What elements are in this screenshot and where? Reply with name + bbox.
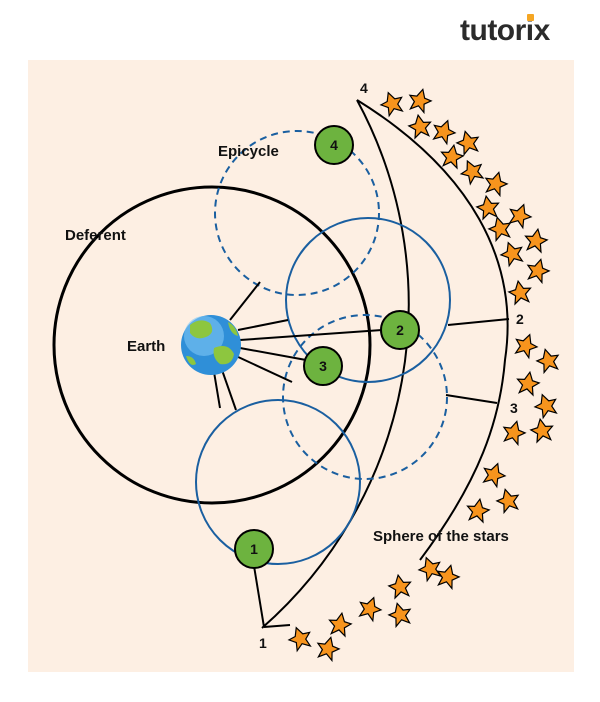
star-icon bbox=[535, 348, 560, 375]
diagram-background bbox=[28, 60, 574, 672]
star-icon bbox=[475, 194, 500, 221]
planet-4-label: 4 bbox=[330, 137, 338, 153]
earth-label: Earth bbox=[127, 338, 165, 355]
star-icon bbox=[507, 279, 532, 306]
planet-3-label: 3 bbox=[319, 358, 327, 374]
deferent-label: Deferent bbox=[65, 227, 126, 244]
planet-4: 4 bbox=[314, 125, 354, 165]
star-icon bbox=[316, 636, 341, 663]
deferent-circle bbox=[52, 185, 372, 505]
star-icon bbox=[379, 91, 404, 118]
star-icon bbox=[387, 602, 412, 629]
epicycle-1 bbox=[195, 399, 361, 565]
planet-1-label: 1 bbox=[250, 541, 258, 557]
star-icon bbox=[387, 573, 412, 600]
star-icon bbox=[502, 420, 527, 447]
star-icon bbox=[524, 227, 549, 254]
epicycle-label: Epicycle bbox=[218, 143, 279, 160]
star-icon bbox=[407, 113, 432, 140]
star-icon bbox=[526, 258, 551, 285]
planet-2: 2 bbox=[380, 310, 420, 350]
star-icon bbox=[455, 130, 480, 157]
star-icon bbox=[417, 556, 442, 583]
planet-2-label: 2 bbox=[396, 322, 404, 338]
star-icon bbox=[432, 119, 457, 146]
brand-name: tutorix bbox=[460, 14, 550, 47]
sphere-marker-4: 4 bbox=[360, 80, 368, 96]
planet-1: 1 bbox=[234, 529, 274, 569]
star-icon bbox=[484, 171, 509, 198]
sphere-marker-1: 1 bbox=[259, 635, 267, 651]
star-icon bbox=[358, 596, 383, 623]
star-icon bbox=[482, 462, 507, 489]
epicycle-3 bbox=[282, 314, 448, 480]
star-icon bbox=[459, 159, 485, 186]
sphere-marker-3: 3 bbox=[510, 400, 518, 416]
earth-icon bbox=[181, 315, 241, 375]
sphere-of-stars-label: Sphere of the stars bbox=[373, 528, 509, 545]
star-icon bbox=[436, 564, 461, 591]
tutorix-logo: tutorix bbox=[460, 14, 580, 54]
star-icon bbox=[408, 88, 433, 115]
star-icon bbox=[516, 370, 541, 397]
star-icon bbox=[529, 417, 554, 444]
star-icon bbox=[487, 216, 512, 243]
star-icon bbox=[514, 333, 539, 360]
sphere-of-stars-boundary bbox=[261, 99, 410, 629]
sphere-marker-lines bbox=[253, 318, 510, 628]
sphere-outer-arc bbox=[356, 99, 509, 561]
star-icons bbox=[287, 88, 560, 663]
brand-dot-icon bbox=[527, 14, 534, 21]
star-icon bbox=[533, 393, 558, 420]
epicycle-4 bbox=[214, 130, 380, 296]
star-icon bbox=[466, 497, 491, 524]
epicycle-2 bbox=[285, 217, 451, 383]
star-icon bbox=[328, 611, 353, 638]
star-icon bbox=[287, 626, 312, 653]
star-icon bbox=[495, 488, 520, 515]
earth-radial-lines bbox=[213, 281, 383, 411]
planet-3: 3 bbox=[303, 346, 343, 386]
star-icon bbox=[440, 143, 465, 170]
star-icon bbox=[499, 241, 524, 268]
sphere-marker-2: 2 bbox=[516, 311, 524, 327]
star-icon bbox=[508, 203, 533, 230]
